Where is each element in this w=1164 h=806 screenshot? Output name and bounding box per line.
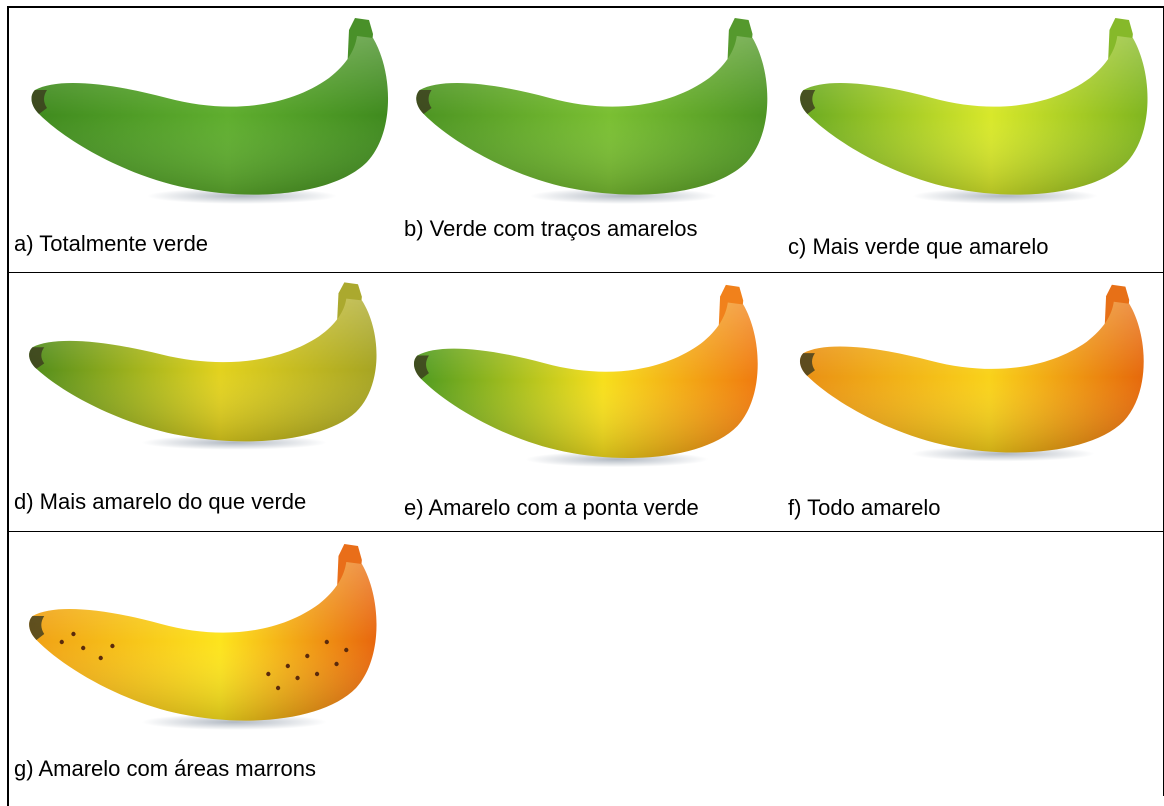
brown-spot [305, 653, 310, 659]
banana-image [416, 18, 768, 204]
banana-shading [31, 36, 389, 195]
banana-shading [416, 36, 768, 195]
banana-image [413, 284, 758, 468]
banana-panel-f: f) Todo amarelo [782, 273, 1162, 531]
panel-caption: a) Totalmente verde [14, 231, 209, 256]
brown-spot [314, 671, 320, 677]
banana-shading [413, 302, 758, 458]
banana-image [29, 544, 377, 730]
banana-shading [29, 562, 377, 721]
banana-shading [29, 298, 377, 442]
panel-caption: f) Todo amarelo [788, 495, 941, 520]
brown-spot [71, 631, 76, 637]
panel-caption: c) Mais verde que amarelo [788, 234, 1049, 259]
brown-spot [334, 661, 339, 667]
panel-caption: d) Mais amarelo do que verde [14, 489, 307, 514]
brown-spot [275, 685, 281, 691]
brown-spot [266, 671, 271, 677]
banana-tip [31, 90, 47, 114]
brown-spot [81, 645, 86, 651]
banana-tip [800, 90, 816, 114]
row-divider-2 [7, 531, 1164, 532]
banana-shading [800, 36, 1148, 195]
banana-image [799, 284, 1144, 462]
brown-spot [285, 663, 290, 669]
banana-panel-b: b) Verde com traços amarelos [398, 8, 782, 272]
table-frame [7, 6, 1164, 806]
banana-tip [29, 616, 45, 640]
banana-tip [799, 353, 815, 376]
banana-image [31, 18, 389, 204]
panel-caption: b) Verde com traços amarelos [404, 216, 698, 241]
panel-caption: e) Amarelo com a ponta verde [404, 495, 699, 520]
banana-tip [416, 90, 432, 114]
banana-image [800, 18, 1148, 204]
banana-panel-c: c) Mais verde que amarelo [782, 8, 1162, 272]
banana-image [29, 282, 377, 450]
row-divider-1 [7, 272, 1164, 273]
panel-caption: g) Amarelo com áreas marrons [14, 756, 316, 781]
brown-spot [344, 647, 349, 653]
banana-panel-d: d) Mais amarelo do que verde [9, 273, 399, 531]
banana-shading [799, 301, 1144, 453]
banana-tip [413, 355, 429, 379]
brown-spot [59, 639, 64, 645]
banana-panel-g: g) Amarelo com áreas marrons [9, 532, 399, 796]
banana-panel-a: a) Totalmente verde [9, 8, 399, 272]
banana-tip [29, 347, 45, 369]
brown-spot [324, 639, 329, 645]
brown-spot [110, 643, 115, 649]
brown-spot [98, 655, 103, 661]
brown-spot [295, 675, 300, 681]
banana-panel-e: e) Amarelo com a ponta verde [398, 273, 782, 531]
